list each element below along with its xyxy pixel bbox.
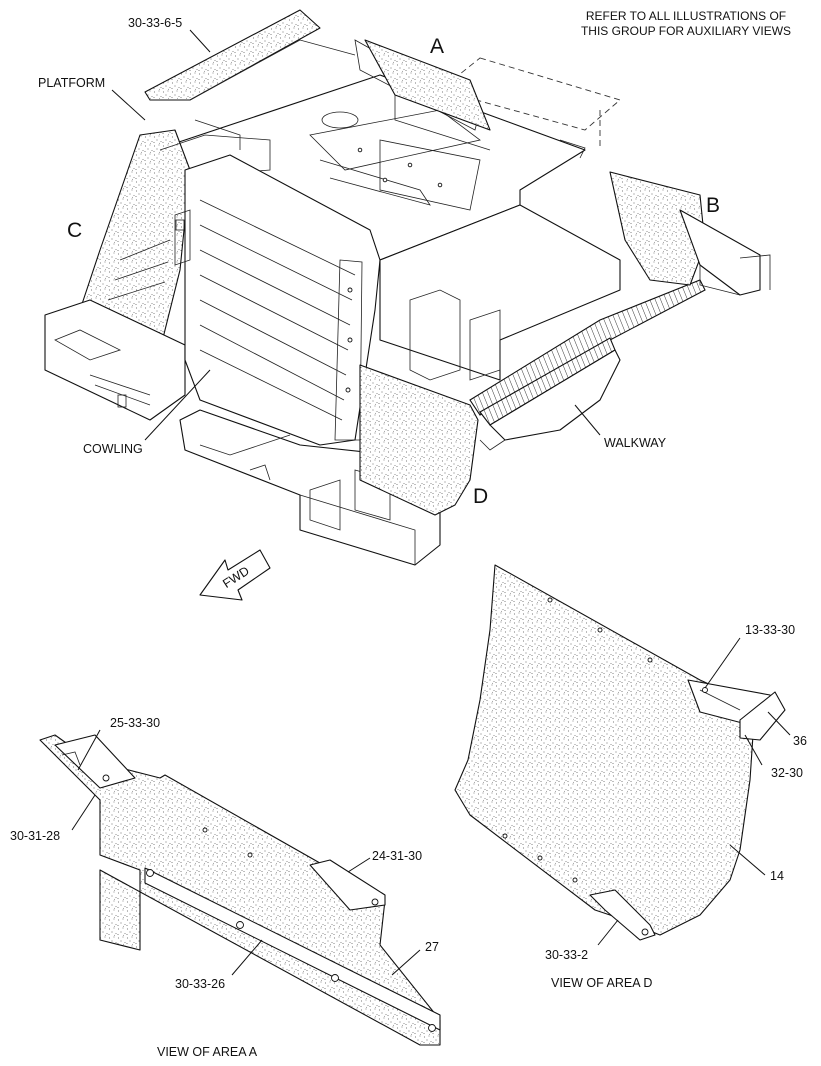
walkway-label: WALKWAY xyxy=(604,436,667,450)
callout-27: 27 xyxy=(425,940,439,954)
callout-30-33-2: 30-33-2 xyxy=(545,948,588,962)
callout-30-33-6-5: 30-33-6-5 xyxy=(128,16,182,30)
area-b-panel xyxy=(609,171,706,286)
area-a-view xyxy=(39,734,441,1046)
area-letter-b: B xyxy=(706,194,720,217)
platform-label: PLATFORM xyxy=(38,76,105,90)
callout-14: 14 xyxy=(770,869,784,883)
callout-30-31-28: 30-31-28 xyxy=(10,829,60,843)
area-d-panel xyxy=(359,364,479,516)
area-a-panel xyxy=(364,39,491,131)
note-line-2: THIS GROUP FOR AUXILIARY VIEWS xyxy=(581,24,791,38)
area-letter-a: A xyxy=(430,35,444,58)
fwd-arrow: FWD xyxy=(199,549,271,601)
callout-24-31-30: 24-31-30 xyxy=(372,849,422,863)
note-line-1: REFER TO ALL ILLUSTRATIONS OF xyxy=(586,9,786,23)
note: REFER TO ALL ILLUSTRATIONS OF THIS GROUP… xyxy=(581,9,791,38)
area-letter-c: C xyxy=(67,219,82,242)
area-letter-d: D xyxy=(473,485,488,508)
view-area-a-title: VIEW OF AREA A xyxy=(157,1045,258,1059)
main-assembly xyxy=(44,9,771,566)
top-rear-panel xyxy=(144,9,321,101)
area-d-view xyxy=(454,564,786,941)
leader-lines xyxy=(71,29,791,976)
walkway-grating xyxy=(469,279,706,416)
cowling-label: COWLING xyxy=(83,442,143,456)
callout-25-33-30: 25-33-30 xyxy=(110,716,160,730)
callout-30-33-26: 30-33-26 xyxy=(175,977,225,991)
front-bumper xyxy=(179,409,441,566)
area-d-detail-panel xyxy=(454,564,756,936)
view-area-d-title: VIEW OF AREA D xyxy=(551,976,652,990)
callout-32-30: 32-30 xyxy=(771,766,803,780)
callout-13-33-30: 13-33-30 xyxy=(745,623,795,637)
right-enclosure xyxy=(379,204,621,381)
callout-36: 36 xyxy=(793,734,807,748)
